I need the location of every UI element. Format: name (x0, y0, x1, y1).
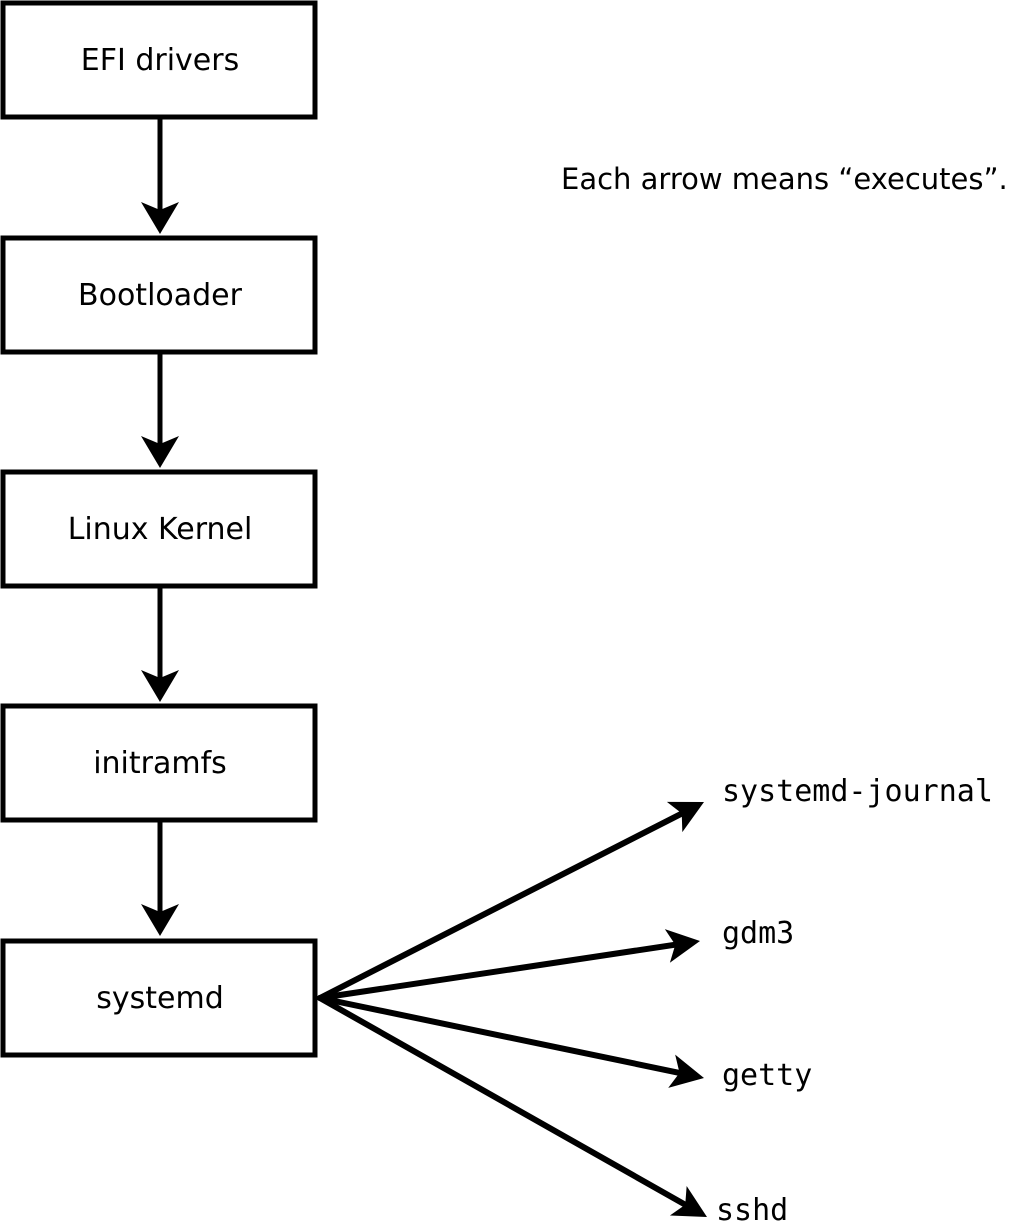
arrow-systemd-to-gdm3 (317, 929, 700, 1001)
process-label-getty: getty (722, 1058, 812, 1093)
flow-box-bootloader: Bootloader (0, 235, 318, 355)
arrow-shaft (317, 941, 679, 1001)
box-outline (0, 938, 318, 1058)
flow-box-initramfs: initramfs (0, 703, 318, 823)
arrow-head (668, 1054, 704, 1088)
arrow-systemd-to-getty (317, 995, 704, 1088)
box-label: Bootloader (78, 278, 243, 313)
box-label: EFI drivers (81, 43, 239, 78)
arrow-shaft (317, 995, 689, 1208)
box-label: initramfs (93, 746, 227, 781)
arrow-head (141, 436, 179, 468)
box-label: Linux Kernel (68, 512, 253, 547)
arrow-kernel-to-initramfs (141, 587, 179, 702)
box-label: systemd (96, 981, 224, 1016)
flow-box-linux-kernel: Linux Kernel (0, 469, 318, 589)
box-outline (0, 0, 318, 120)
arrow-shaft (317, 810, 685, 1001)
box-outline (0, 703, 318, 823)
arrow-head (666, 801, 704, 833)
box-outline (0, 235, 318, 355)
arrow-legend-note: Each arrow means “executes”. (561, 162, 1008, 196)
arrow-head (141, 670, 179, 702)
arrow-head (664, 929, 700, 963)
process-label-systemd-journal: systemd-journal (722, 774, 993, 809)
arrow-initramfs-to-systemd (141, 819, 179, 936)
process-label-gdm3: gdm3 (722, 916, 794, 951)
arrow-systemd-to-systemd-journal (317, 801, 704, 1001)
arrow-efi-to-bootloader (141, 118, 179, 234)
arrow-systemd-to-sshd (317, 995, 707, 1217)
arrow-bootloader-to-kernel (141, 353, 179, 468)
process-label-sshd: sshd (716, 1193, 788, 1228)
arrow-head (141, 202, 179, 234)
arrow-shaft (317, 995, 683, 1076)
arrow-head (141, 904, 179, 936)
flow-box-efi-drivers: EFI drivers (0, 0, 318, 120)
box-outline (0, 469, 318, 589)
arrow-head (669, 1185, 707, 1217)
flow-box-systemd: systemd (0, 938, 318, 1058)
